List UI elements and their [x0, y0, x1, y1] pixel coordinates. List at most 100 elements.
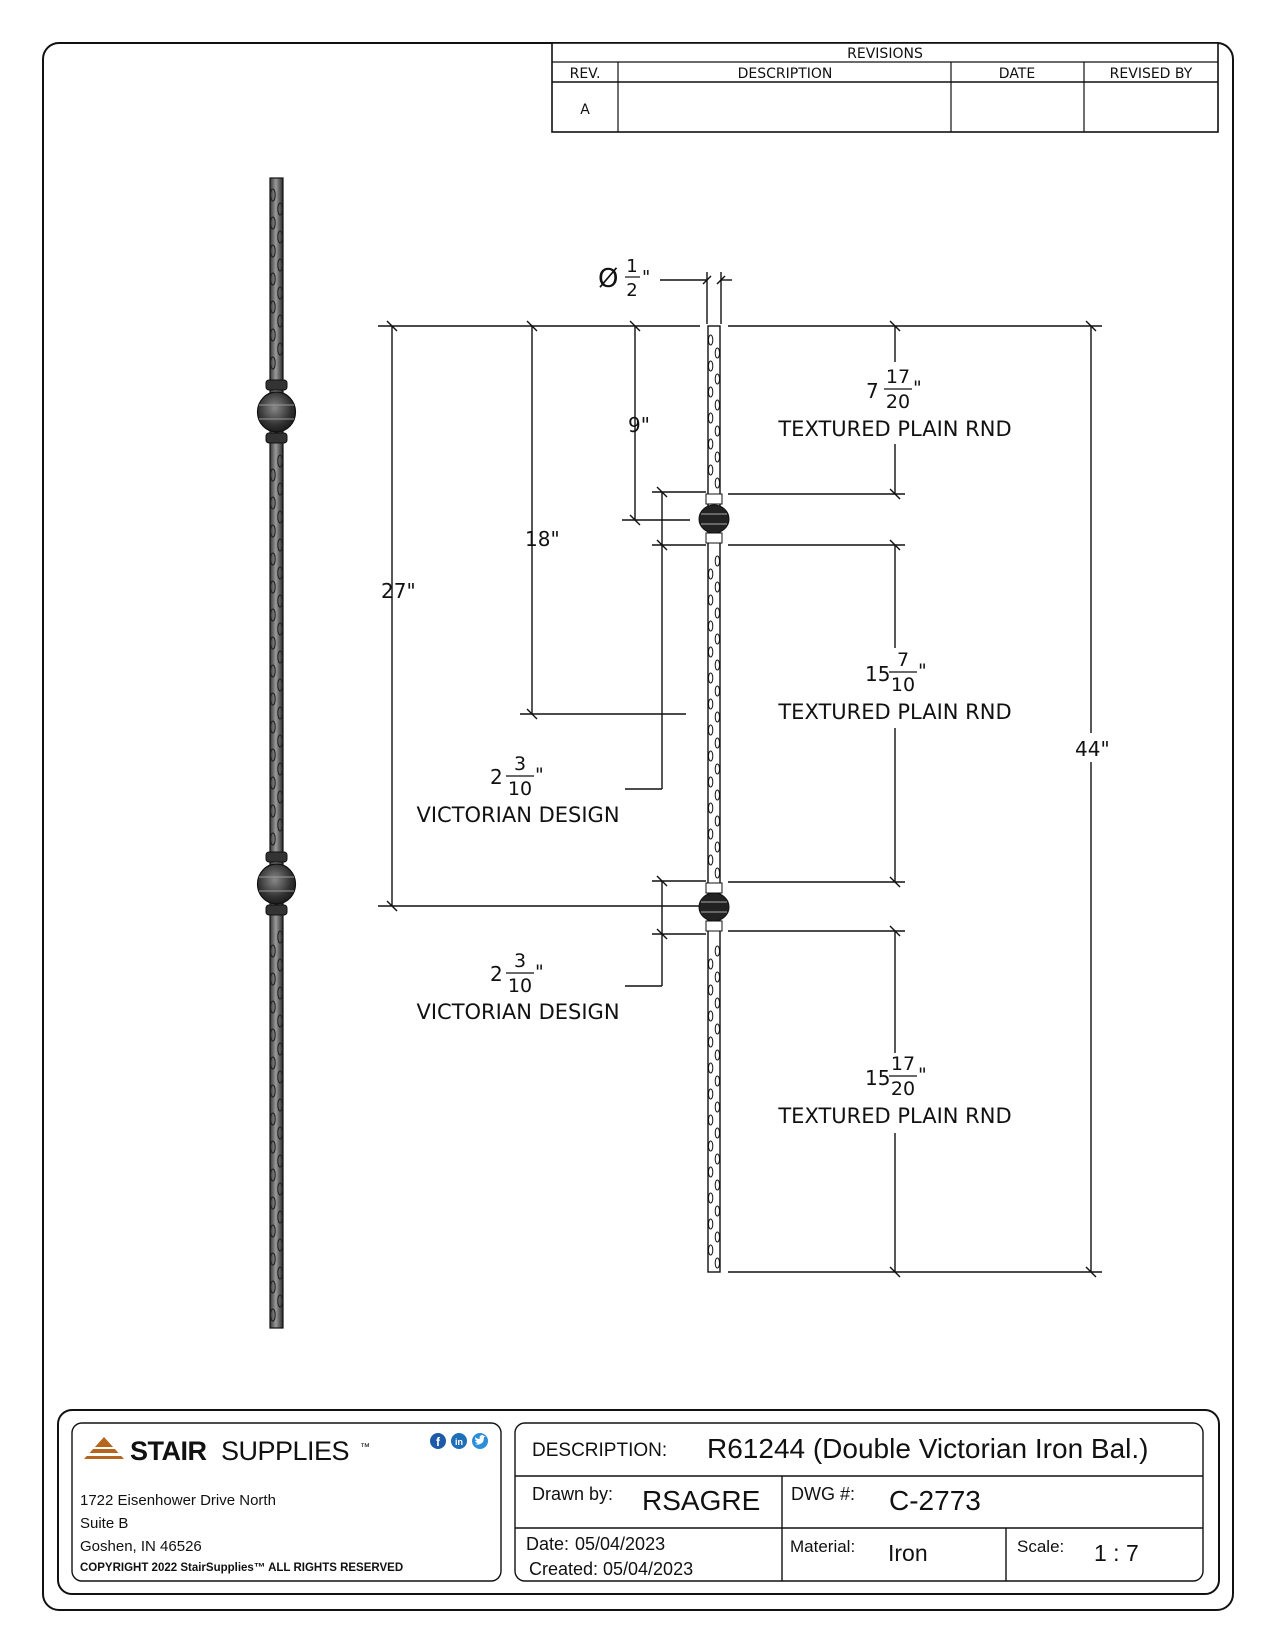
texture-mark [277, 734, 284, 748]
vic2-unit: " [535, 961, 544, 983]
dimension-labels: Ø 1 2 " 9" 18" 27" 44" 7 17 20 " TEXTURE… [381, 256, 1110, 1128]
texture-mark [707, 1088, 714, 1100]
texture-mark [707, 1192, 714, 1204]
texture-mark [277, 258, 284, 272]
texture-mark [269, 748, 276, 762]
dwg-number-label: DWG #: [791, 1484, 855, 1504]
texture-mark [714, 1231, 721, 1243]
texture-mark [277, 566, 284, 580]
title-block-frame [57, 1409, 1220, 1595]
texture-mark [277, 1182, 284, 1196]
created-value: 05/04/2023 [603, 1559, 693, 1579]
dimension-lines [378, 272, 1102, 1278]
vic2-num: 3 [514, 950, 526, 972]
scale-label: Scale: [1017, 1537, 1064, 1556]
texture-mark [714, 399, 721, 411]
texture-mark [707, 412, 714, 424]
revisions-col-rev: REV. [570, 66, 601, 82]
address-line-1: 1722 Eisenhower Drive North [80, 1492, 276, 1509]
dim-44-label: 44" [1075, 737, 1110, 761]
texture-mark [269, 1168, 276, 1182]
texture-mark [277, 762, 284, 776]
victorian-collar-upper [698, 493, 730, 544]
seg1-whole: 7 [866, 379, 879, 403]
texture-mark [714, 971, 721, 983]
texture-mark [269, 832, 276, 846]
victorian-1-dimension: 2 3 10 " VICTORIAN DESIGN [416, 753, 619, 827]
texture-mark [714, 815, 721, 827]
material-label: Material: [790, 1537, 855, 1556]
dim-18-label: 18" [525, 527, 560, 551]
texture-mark [269, 1000, 276, 1014]
victorian-collar-lower [698, 882, 730, 932]
texture-mark [277, 1266, 284, 1280]
texture-mark [714, 1179, 721, 1191]
revisions-title: REVISIONS [847, 46, 923, 62]
texture-mark [277, 706, 284, 720]
texture-mark [707, 1166, 714, 1178]
address-line-2: Suite B [80, 1515, 128, 1532]
texture-mark [714, 425, 721, 437]
texture-mark [714, 477, 721, 489]
victorian-knuckle-lower [256, 851, 297, 916]
texture-mark [707, 646, 714, 658]
texture-mark [277, 594, 284, 608]
victorian-2-dimension: 2 3 10 " VICTORIAN DESIGN [416, 950, 619, 1024]
brand-trademark: ™ [360, 1442, 370, 1453]
seg1-label: TEXTURED PLAIN RND [777, 417, 1011, 441]
texture-mark [269, 1084, 276, 1098]
seg3-num: 17 [891, 1053, 915, 1075]
texture-mark [269, 1280, 276, 1294]
material-value: Iron [888, 1540, 928, 1566]
seg2-num: 7 [897, 649, 909, 671]
seg2-label: TEXTURED PLAIN RND [777, 700, 1011, 724]
texture-mark [707, 360, 714, 372]
segment-3-dimension: 15 17 20 " TEXTURED PLAIN RND [777, 1053, 1011, 1128]
texture-mark [707, 620, 714, 632]
texture-mark [277, 202, 284, 216]
texture-mark [277, 1070, 284, 1084]
texture-mark [277, 790, 284, 804]
texture-mark [714, 841, 721, 853]
sheet-border [42, 42, 1234, 1611]
baluster-3d-view [256, 177, 297, 1329]
texture-mark [707, 854, 714, 866]
address-line-3: Goshen, IN 46526 [80, 1538, 202, 1555]
copyright-notice: COPYRIGHT 2022 StairSupplies™ ALL RIGHTS… [80, 1562, 403, 1574]
texture-mark [269, 580, 276, 594]
svg-text:f: f [436, 1435, 441, 1449]
texture-mark [269, 1308, 276, 1322]
texture-mark [277, 622, 284, 636]
vic1-unit: " [535, 764, 544, 786]
brand-name-bold: STAIR [130, 1436, 207, 1466]
texture-mark [269, 1196, 276, 1210]
texture-mark [714, 1257, 721, 1269]
texture-mark [707, 1062, 714, 1074]
texture-mark [714, 581, 721, 593]
texture-mark [277, 286, 284, 300]
texture-mark [269, 1112, 276, 1126]
vic2-label: VICTORIAN DESIGN [416, 1000, 619, 1024]
texture-mark [707, 984, 714, 996]
seg2-whole: 15 [865, 662, 890, 686]
texture-mark [269, 1252, 276, 1266]
texture-mark [269, 1056, 276, 1070]
twitter-icon[interactable] [472, 1433, 488, 1449]
diameter-unit: " [642, 267, 650, 288]
texture-mark [707, 568, 714, 580]
texture-mark [277, 230, 284, 244]
diameter-dimension: Ø 1 2 " [598, 256, 650, 301]
facebook-icon[interactable]: f [430, 1433, 446, 1449]
revisions-table: REVISIONS REV. DESCRIPTION DATE REVISED … [551, 42, 1219, 133]
texture-mark [277, 958, 284, 972]
texture-mark [707, 1010, 714, 1022]
texture-mark [707, 1036, 714, 1048]
texture-mark [269, 664, 276, 678]
texture-mark [714, 555, 721, 567]
seg1-den: 20 [886, 391, 910, 413]
victorian-knuckle-upper [256, 379, 297, 444]
linkedin-icon[interactable]: in [451, 1433, 467, 1449]
texture-mark [707, 1140, 714, 1152]
texture-mark [277, 538, 284, 552]
texture-mark [714, 685, 721, 697]
